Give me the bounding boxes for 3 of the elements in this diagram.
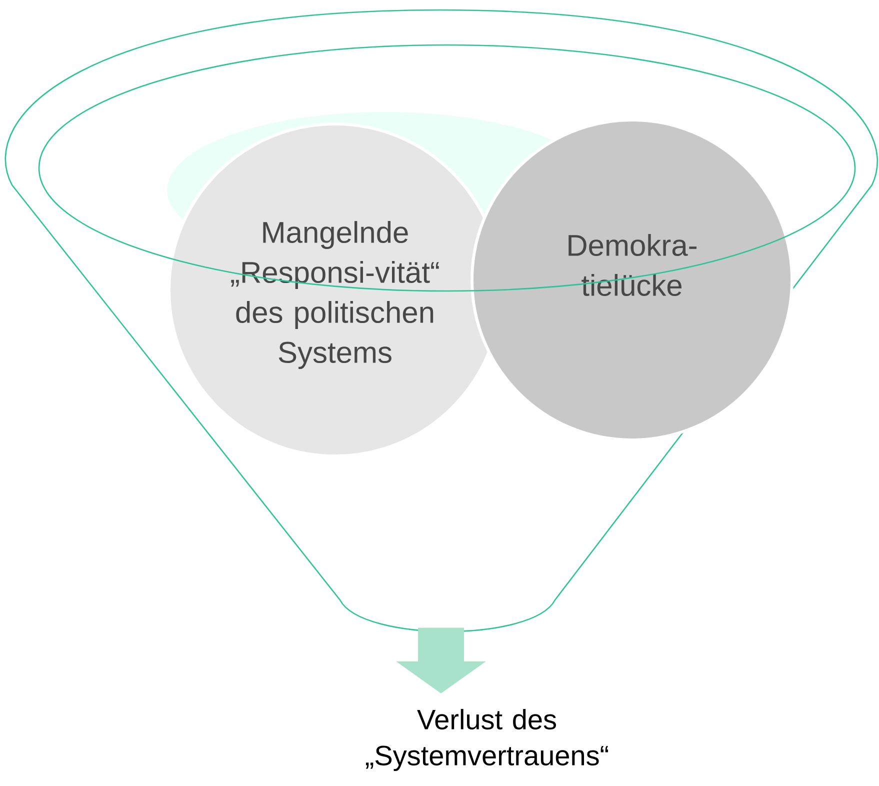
caption-text: Verlust des „Systemvertrauens“: [366, 708, 608, 772]
funnel-drawing: [5, 9, 878, 632]
block-arrow: [396, 628, 486, 694]
